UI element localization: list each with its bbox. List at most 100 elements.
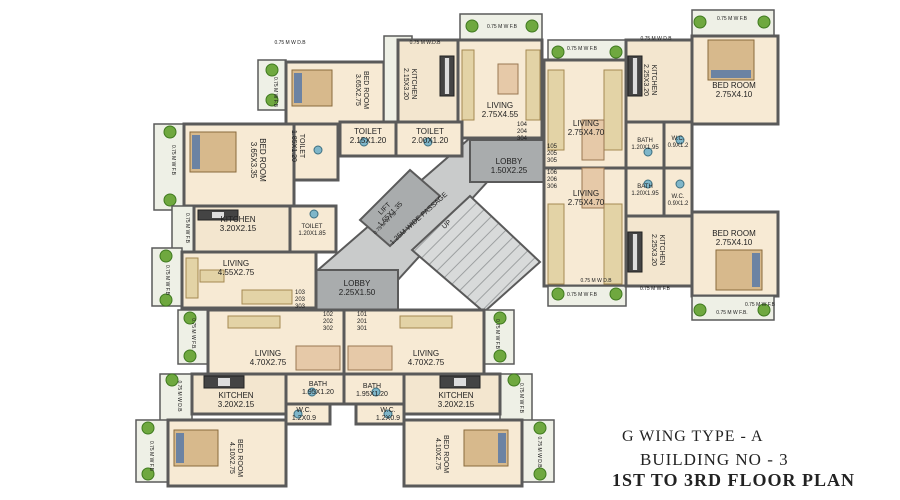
room-name: LIVING: [573, 119, 599, 128]
room-label-r30: W.C.1.2X0.9: [292, 407, 316, 422]
room-size: 3.65X2.75: [354, 74, 361, 106]
toilet-icon: [675, 179, 685, 189]
terrace-label-k18: 0.75 M W D.B: [536, 436, 542, 468]
room-size: 0.9X1.2: [668, 143, 689, 149]
plant-icon: [693, 303, 707, 317]
terrace-label-k16: 0.75 M W F.B: [494, 319, 500, 350]
plant-icon: [507, 373, 521, 387]
plant-icon: [551, 45, 565, 59]
flat-number-line: 201: [357, 319, 368, 325]
room-name: KITCHEN: [650, 65, 657, 96]
toilet-icon: [371, 387, 381, 397]
plant-icon: [159, 249, 173, 263]
room-size: 2.75X4.70: [568, 128, 605, 137]
floor-title: 1ST TO 3RD FLOOR PLAN: [612, 470, 856, 490]
flat-number-line: 304: [517, 136, 528, 142]
lift-shaft: [358, 168, 442, 248]
room-size: 3.20X2.15: [220, 224, 257, 233]
terrace-label-k10: 0.75 M W D.B: [580, 278, 612, 284]
room-area: [284, 402, 332, 426]
pillow-icon: [752, 253, 760, 287]
sofa-icon: [185, 257, 199, 299]
room-label-r02: KITCHEN2.15X3.20: [402, 68, 417, 100]
room-size: 2.15X1.20: [350, 136, 387, 145]
sofa-icon: [461, 49, 475, 121]
room-name: LIVING: [255, 349, 281, 358]
sofa-icon: [227, 315, 281, 329]
flat-number-line: 106: [547, 170, 558, 176]
terrace-label-k11: 0.75 M W F.B: [640, 286, 671, 292]
room-size: 2.25X1.50: [339, 288, 376, 297]
plant-icon: [757, 303, 771, 317]
plant-icon: [265, 93, 279, 107]
room-name: KITCHEN: [220, 215, 255, 224]
terrace-label-k22: 0.75 M W F.B: [745, 302, 776, 308]
terrace-label-k06: 0.75 M W D.B: [640, 36, 672, 42]
terrace-label-k03: 0.75 M W F.B: [487, 24, 518, 30]
sink-icon: [218, 378, 230, 386]
room-size: 4.10X2.75: [434, 438, 441, 470]
plant-icon: [183, 349, 197, 363]
room-area: [354, 402, 406, 426]
room-label-r18: W.C.0.9X1.2: [668, 194, 689, 207]
sofa-icon: [399, 315, 453, 329]
base-layer: [135, 9, 780, 488]
pillow-icon: [711, 70, 751, 78]
room-size: 1.20X1.85: [298, 231, 326, 237]
plant-icon: [141, 421, 155, 435]
pillow-icon: [498, 433, 506, 463]
room-name: BED ROOM: [362, 71, 369, 109]
terrace-label-k14: 0.75 M W F.B.: [190, 318, 196, 349]
toilet-icon: [307, 387, 317, 397]
sink-icon: [454, 378, 466, 386]
room-size: 2.25X3.20: [642, 64, 649, 96]
terrace-label-k01: 0.75 M W.D.B: [410, 40, 442, 46]
room-size: 3.65X3.35: [249, 142, 258, 179]
terrace-label-k04: 0.75 M W F.B: [170, 145, 176, 176]
plant-icon: [493, 349, 507, 363]
plant-icon: [183, 311, 197, 325]
plant-icon: [757, 15, 771, 29]
terrace-label-k21: 0.75 M W F.B: [567, 292, 598, 298]
room-area: [292, 122, 340, 182]
sofa-icon: [547, 69, 565, 151]
room-name: TOILET: [302, 224, 323, 230]
room-name: W.C.: [296, 407, 311, 414]
plant-icon: [163, 125, 177, 139]
flat-number-line: 302: [323, 326, 334, 332]
room-label-r32: BED ROOM4.10X2.75: [228, 439, 243, 477]
room-name: W.C.: [672, 136, 685, 142]
plant-icon: [493, 311, 507, 325]
dining-table-icon: [581, 167, 605, 209]
plant-icon: [165, 373, 179, 387]
pillow-icon: [294, 73, 302, 103]
flat-number-line: 105: [547, 144, 558, 150]
room-label-r15: W.C.0.9X1.2: [668, 136, 689, 149]
room-label-r12: KITCHEN2.25X3.20: [642, 64, 657, 96]
room-area: [662, 166, 694, 218]
building-title: BUILDING NO - 3: [640, 450, 789, 469]
room-size: 1.2X0.9: [376, 415, 400, 422]
sofa-icon: [199, 269, 225, 283]
dining-table-icon: [295, 345, 341, 371]
wing-title: G WING TYPE - A: [622, 428, 764, 445]
plant-icon: [609, 45, 623, 59]
room-size: 0.9X1.2: [668, 201, 689, 207]
room-name: BED ROOM: [258, 138, 267, 182]
flat-number-line: 306: [547, 184, 558, 190]
toilet-icon: [643, 179, 653, 189]
